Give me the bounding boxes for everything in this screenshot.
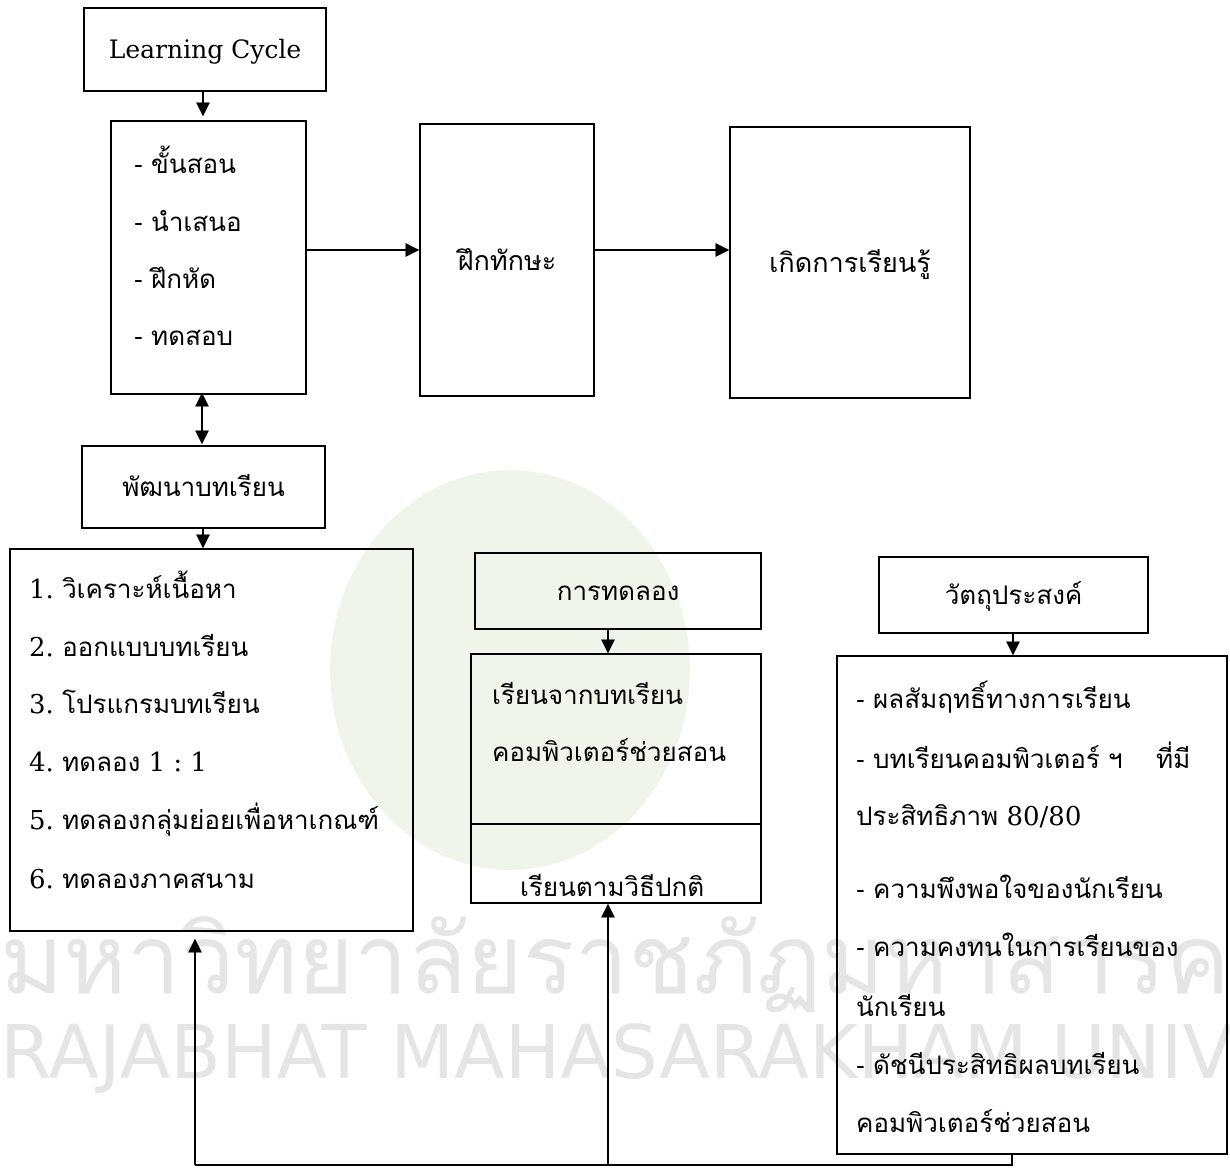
learning-cycle-label: Learning Cycle [108,35,302,64]
teaching-steps-box: - ขั้นสอน - นำเสนอ - ฝึกหัด - ทดสอบ [110,120,307,395]
step-item: - ทดสอบ [134,322,234,352]
development-step-item: 2. ออกแบบบทเรียน [29,633,249,663]
objective-item: - ความพึงพอใจของนักเรียน [856,875,1163,905]
experiment-label: การทดลอง [556,576,680,607]
cai-group-line1: เรียนจากบทเรียน [492,681,683,711]
development-step-item: 5. ทดลองกลุ่มย่อยเพื่อหาเกณฑ์ [29,806,379,836]
development-step-item: 1. วิเคราะห์เนื้อหา [29,575,237,605]
group-divider [472,823,760,825]
experiment-box: การทดลอง [474,552,762,630]
practice-skill-box: ฝึกทักษะ [419,123,595,397]
feedback-loop-line [195,1155,1013,1166]
learning-cycle-box: Learning Cycle [83,7,327,92]
learning-occurs-box: เกิดการเรียนรู้ [729,126,971,399]
watermark-thai: มหาวิทยาลัยราชภัฏมหาสารคาม [0,904,1230,1016]
objective-item: - ดัชนีประสิทธิผลบทเรียน [856,1051,1140,1081]
step-item: - ขั้นสอน [134,150,236,180]
objective-item: - ความคงทนในการเรียนของ [856,933,1179,963]
objective-item-continued: ที่มี [1156,745,1191,775]
learning-occurs-label: เกิดการเรียนรู้ [769,248,931,279]
objectives-label: วัตถุประสงค์ [944,580,1083,611]
develop-lesson-box: พัฒนาบทเรียน [81,445,326,529]
objective-items-box: - ผลสัมฤทธิ์ทางการเรียน - บทเรียนคอมพิวเ… [836,655,1228,1155]
university-seal-watermark [330,470,690,870]
develop-lesson-label: พัฒนาบทเรียน [122,472,285,503]
objectives-box: วัตถุประสงค์ [878,556,1149,634]
objective-item: - บทเรียนคอมพิวเตอร์ ฯ [856,745,1123,775]
step-item: - นำเสนอ [134,208,242,238]
development-step-item: 3. โปรแกรมบทเรียน [29,690,260,720]
objective-item-continued: คอมพิวเตอร์ช่วยสอน [856,1109,1090,1139]
experiment-groups-box: เรียนจากบทเรียน คอมพิวเตอร์ช่วยสอน เรียน… [470,653,762,904]
objective-item-continued: นักเรียน [856,993,946,1023]
objective-item-continued: ประสิทธิภาพ 80/80 [856,802,1082,832]
practice-skill-label: ฝึกทักษะ [457,245,557,277]
objective-item: - ผลสัมฤทธิ์ทางการเรียน [856,685,1131,715]
normal-group-label: เรียนตามวิธีปกติ [520,873,705,903]
development-step-item: 6. ทดลองภาคสนาม [29,865,255,895]
development-step-item: 4. ทดลอง 1 : 1 [29,748,207,778]
development-steps-box: 1. วิเคราะห์เนื้อหา 2. ออกแบบบทเรียน 3. … [9,548,414,932]
cai-group-line2: คอมพิวเตอร์ช่วยสอน [492,738,726,768]
watermark-english: RAJABHAT MAHASARAKHAM UNIVERSITY [0,1010,1230,1096]
step-item: - ฝึกหัด [134,265,217,295]
